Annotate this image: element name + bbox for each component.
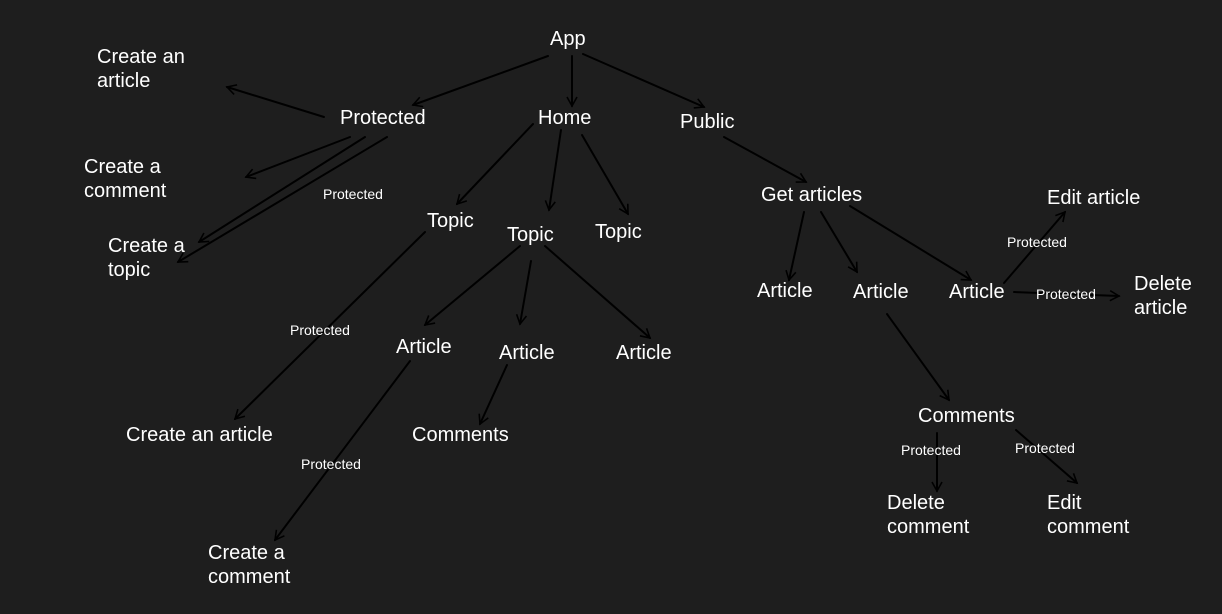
arrow-protected-create-topic-a: [197, 136, 366, 243]
node-comments-home: Comments: [412, 424, 509, 446]
arrow-topic2-article-3: [544, 245, 652, 340]
node-edit-article: Edit article: [1047, 187, 1141, 209]
node-line: Delete: [887, 492, 945, 514]
arrow-article-delete: [1013, 289, 1121, 302]
node-line: Delete: [1134, 273, 1192, 295]
edge-label-protected: Protected: [1007, 234, 1067, 250]
node-line: article: [97, 70, 151, 92]
node-line: comment: [887, 516, 970, 538]
node-edit-comment: Edit comment: [1047, 491, 1129, 539]
arrow-article-comments-public: [886, 313, 950, 402]
arrow-protected-create-comment: [244, 136, 351, 180]
node-get-articles: Get articles: [761, 184, 863, 206]
node-delete-comment: Delete comment: [887, 491, 969, 539]
edge-label-protected: Protected: [290, 322, 350, 338]
node-line: comment: [84, 180, 167, 202]
node-line: Create a: [108, 235, 185, 257]
node-app: App: [550, 28, 586, 50]
arrow-protected-create-article: [225, 84, 325, 118]
node-delete-article: Delete article: [1134, 272, 1192, 320]
arrow-article-create-comment: [274, 360, 411, 542]
arrow-get-articles-article-1: [785, 211, 805, 282]
arrow-article-comments: [478, 364, 508, 426]
arrow-public-get-articles: [723, 136, 808, 183]
arrow-topic1-create-article: [233, 231, 426, 421]
node-article-public-2: Article: [853, 281, 909, 303]
node-line: topic: [108, 259, 151, 281]
node-topic-3: Topic: [595, 221, 642, 243]
node-article-public-1: Article: [757, 280, 813, 302]
edge-label-protected: Protected: [323, 186, 383, 202]
node-line: Create a: [84, 156, 161, 178]
arrow-app-protected: [411, 55, 549, 108]
node-article-public-3: Article: [949, 281, 1005, 303]
node-line: comment: [208, 566, 291, 588]
node-protected: Protected: [340, 107, 426, 129]
node-topic-1: Topic: [427, 210, 474, 232]
arrow-protected-create-topic-b: [176, 136, 388, 263]
node-line: article: [1134, 297, 1188, 319]
node-article-home-2: Article: [499, 342, 555, 364]
node-line: Edit: [1047, 492, 1082, 514]
arrow-article-edit: [1003, 210, 1067, 284]
arrow-home-topic-3: [581, 134, 629, 216]
arrow-get-articles-article-3: [849, 205, 973, 281]
node-create-article-top: Create an article: [97, 45, 185, 93]
arrow-get-articles-article-2: [820, 211, 858, 274]
edge-label-protected: Protected: [1036, 286, 1096, 302]
arrow-topic2-article-1: [423, 245, 521, 327]
node-create-topic: Create a topic: [108, 234, 185, 282]
node-line: Create a: [208, 542, 285, 564]
node-create-comment-top: Create a comment: [84, 155, 166, 203]
edge-label-protected: Protected: [901, 442, 961, 458]
node-create-comment-bottom: Create a comment: [208, 541, 290, 589]
node-create-article-bottom: Create an article: [126, 424, 273, 446]
node-line: comment: [1047, 516, 1130, 538]
arrow-home-topic-1: [455, 123, 534, 206]
node-home: Home: [538, 107, 592, 129]
node-article-home-3: Article: [616, 342, 672, 364]
node-line: Create an: [97, 46, 185, 68]
arrow-comments-edit: [1015, 429, 1079, 485]
arrow-home-topic-2: [544, 129, 562, 212]
edge-label-protected: Protected: [301, 456, 361, 472]
node-topic-2: Topic: [507, 224, 554, 246]
node-comments-public: Comments: [918, 405, 1015, 427]
node-article-home-1: Article: [396, 336, 452, 358]
arrow-topic2-article-2: [515, 260, 532, 326]
arrow-app-public: [582, 53, 706, 109]
edge-label-protected: Protected: [1015, 440, 1075, 456]
node-public: Public: [680, 111, 735, 133]
